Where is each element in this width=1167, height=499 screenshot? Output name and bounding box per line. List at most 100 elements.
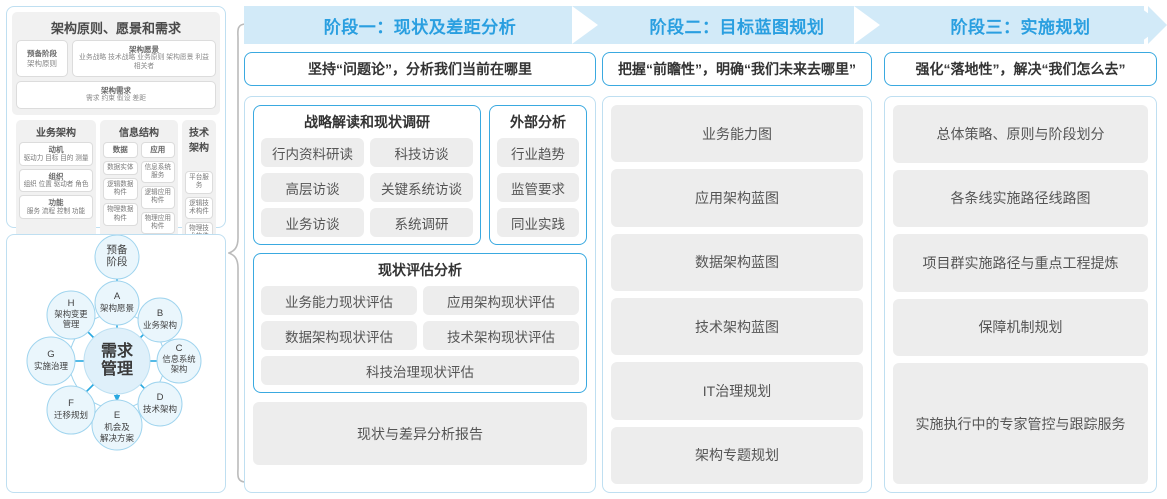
svg-text:A: A [114, 291, 121, 302]
togaf-prelim-cell: 预备阶段 架构原则 [16, 40, 68, 78]
phase-3-body: 总体策略、原则与阶段划分 各条线实施路径线路图 项目群实施路径与重点工程提炼 保… [884, 96, 1157, 493]
svg-text:解决方案: 解决方案 [100, 433, 135, 443]
togaf-cell-organization: 组织 组织 位置 驱动者 角色 [19, 168, 93, 193]
current-assessment-box: 现状评估分析 业务能力现状评估 应用架构现状评估 数据架构现状评估 技术架构现状… [253, 253, 587, 393]
adm-node-d [137, 381, 183, 427]
adm-cycle-diagram: 需求 管理 预备 阶段 A 架构愿景 B 业务架构 C 信息系统 架构 [26, 235, 202, 451]
phase-bar-3: 阶段三：实施规划 [878, 6, 1163, 44]
togaf-subcolumn-data: 数据 数据实体 逻辑数据构件 物理数据构件 [103, 142, 138, 234]
phase-2-item[interactable]: 业务能力图 [611, 105, 863, 163]
strategy-research-title: 战略解读和现状调研 [304, 114, 430, 130]
phase-bar-2: 阶段二：目标蓝图规划 [596, 6, 878, 44]
assessment-item[interactable]: 应用架构现状评估 [423, 286, 579, 315]
connector-brace [228, 23, 247, 483]
external-item[interactable]: 行业趋势 [497, 138, 579, 167]
phase-3-item[interactable]: 实施执行中的专家管控与跟踪服务 [893, 363, 1148, 485]
adm-cycle-panel: 需求 管理 预备 阶段 A 架构愿景 B 业务架构 C 信息系统 架构 [6, 234, 226, 493]
phase-3-item[interactable]: 总体策略、原则与阶段划分 [893, 105, 1148, 163]
phase-3-item-list: 总体策略、原则与阶段划分 各条线实施路径线路图 项目群实施路径与重点工程提炼 保… [893, 105, 1148, 485]
phase-3-item[interactable]: 项目群实施路径与重点工程提炼 [893, 234, 1148, 292]
togaf-vision-items: 业务战略 技术战略 业务原则 架构愿景 利益相关者 [79, 54, 209, 71]
adm-center-line2: 管理 [101, 359, 133, 378]
strategy-item[interactable]: 行内资料研读 [261, 138, 364, 167]
phase-3-item[interactable]: 各条线实施路径线路图 [893, 169, 1148, 228]
svg-text:业务架构: 业务架构 [143, 320, 177, 330]
phase-1-column: 坚持“问题论”，分析我们当前在哪里 战略解读和现状调研 行内资料研读 科技访谈 … [244, 52, 596, 493]
svg-text:管理: 管理 [63, 319, 80, 329]
togaf-requirements-cell: 架构需求 需求 约束 假设 差距 [16, 81, 216, 110]
phase-bar-1: 阶段一：现状及差距分析 [244, 6, 596, 44]
phase-2-item[interactable]: 应用架构蓝图 [611, 169, 863, 227]
phase-chevron-1 [572, 6, 598, 44]
togaf-cell-function: 功能 服务 流程 控制 功能 [19, 195, 93, 220]
assessment-item[interactable]: 业务能力现状评估 [261, 286, 417, 315]
phase-2-item[interactable]: 数据架构蓝图 [611, 233, 863, 291]
phase-2-title: 阶段二：目标蓝图规划 [649, 17, 825, 37]
phase-2-column: 把握“前瞻性”，明确“我们未来去哪里” 业务能力图 应用架构蓝图 数据架构蓝图 … [596, 52, 878, 493]
svg-text:架构: 架构 [171, 364, 188, 374]
adm-node-b [137, 297, 183, 343]
togaf-cell-motivation: 动机 驱动力 目标 目的 测量 [19, 142, 93, 166]
strategy-item[interactable]: 系统调研 [370, 208, 473, 237]
svg-text:机会及: 机会及 [104, 422, 130, 432]
assessment-item[interactable]: 技术架构现状评估 [423, 321, 579, 350]
strategy-item[interactable]: 高层访谈 [261, 173, 364, 202]
svg-text:信息系统: 信息系统 [162, 354, 195, 364]
togaf-prelim-line1: 预备阶段 [27, 49, 57, 59]
togaf-vision-cell: 架构愿景 业务战略 技术战略 业务原则 架构愿景 利益相关者 [72, 40, 216, 78]
phase-2-item[interactable]: IT治理规划 [611, 362, 863, 420]
assessment-item[interactable]: 数据架构现状评估 [261, 321, 417, 350]
external-item[interactable]: 同业实践 [497, 208, 579, 237]
svg-text:E: E [114, 410, 120, 421]
phase-1-top-row: 战略解读和现状调研 行内资料研读 科技访谈 高层访谈 关键系统访谈 业务访谈 系… [253, 105, 587, 245]
phase-2-item[interactable]: 技术架构蓝图 [611, 297, 863, 356]
svg-text:架构愿景: 架构愿景 [100, 303, 134, 313]
svg-text:实施治理: 实施治理 [34, 361, 69, 371]
togaf-requirements-title: 架构需求 [101, 86, 131, 96]
togaf-prelim-line2: 架构原则 [27, 58, 57, 68]
adm-node-e [91, 399, 143, 451]
strategy-item[interactable]: 业务访谈 [261, 208, 364, 237]
togaf-vision-row: 预备阶段 架构原则 架构愿景 业务战略 技术战略 业务原则 架构愿景 利益相关者 [12, 40, 220, 81]
phase-2-item[interactable]: 架构专题规划 [611, 426, 863, 484]
phase-3-column: 强化“落地性”，解决“我们怎么去” 总体策略、原则与阶段划分 各条线实施路径线路… [878, 52, 1163, 493]
adm-node-prelim-line1: 预备 [107, 243, 128, 256]
phase-3-item[interactable]: 保障机制规划 [893, 298, 1148, 357]
phase-1-subtitle: 坚持“问题论”，分析我们当前在哪里 [244, 52, 596, 86]
togaf-column-business-header: 业务架构 [36, 128, 76, 140]
phase-chevron-2 [854, 6, 880, 44]
adm-node-prelim-line2: 阶段 [107, 255, 128, 268]
togaf-column-technology-header: 技术架构 [189, 128, 209, 155]
svg-text:架构变更: 架构变更 [54, 309, 88, 319]
svg-text:H: H [68, 298, 75, 309]
svg-text:F: F [68, 398, 74, 409]
svg-text:G: G [47, 349, 54, 360]
togaf-column-business: 业务架构 动机 驱动力 目标 目的 测量 组织 组织 位置 驱动者 角色 功能 … [16, 120, 96, 249]
phase-2-body: 业务能力图 应用架构蓝图 数据架构蓝图 技术架构蓝图 IT治理规划 架构专题规划 [602, 96, 872, 493]
assessment-item-full[interactable]: 科技治理现状评估 [261, 356, 579, 385]
phase-3-title: 阶段三：实施规划 [950, 17, 1091, 37]
strategy-item[interactable]: 科技访谈 [370, 138, 473, 167]
external-analysis-box: 外部分析 行业趋势 监管要求 同业实践 [489, 105, 587, 245]
current-assessment-title: 现状评估分析 [378, 262, 462, 278]
phase-arrow-tip [1138, 6, 1164, 44]
togaf-column-information: 信息结构 数据 数据实体 逻辑数据构件 物理数据构件 应用 信息系统服务 逻辑应… [100, 120, 178, 249]
togaf-vision-title: 架构愿景 [129, 45, 159, 54]
togaf-column-information-header: 信息结构 [119, 128, 159, 140]
adm-node-c [156, 338, 202, 384]
phase-1-title: 阶段一：现状及差距分析 [323, 17, 517, 37]
svg-text:迁移规划: 迁移规划 [54, 410, 88, 420]
togaf-requirements-items: 需求 约束 假设 差距 [85, 95, 147, 103]
strategy-item[interactable]: 关键系统访谈 [370, 173, 473, 202]
togaf-title: 架构原则、愿景和需求 [50, 21, 181, 36]
svg-text:技术架构: 技术架构 [143, 404, 177, 414]
phase-2-subtitle: 把握“前瞻性”，明确“我们未来去哪里” [602, 52, 872, 86]
phase-2-item-list: 业务能力图 应用架构蓝图 数据架构蓝图 技术架构蓝图 IT治理规划 架构专题规划 [611, 105, 863, 484]
adm-node-g [26, 336, 76, 386]
gap-analysis-report[interactable]: 现状与差异分析报告 [253, 402, 587, 465]
external-analysis-title: 外部分析 [510, 114, 566, 130]
external-item[interactable]: 监管要求 [497, 173, 579, 202]
strategy-research-box: 战略解读和现状调研 行内资料研读 科技访谈 高层访谈 关键系统访谈 业务访谈 系… [253, 105, 481, 245]
togaf-subcolumn-application: 应用 信息系统服务 逻辑应用构件 物理应用构件 [140, 142, 175, 235]
